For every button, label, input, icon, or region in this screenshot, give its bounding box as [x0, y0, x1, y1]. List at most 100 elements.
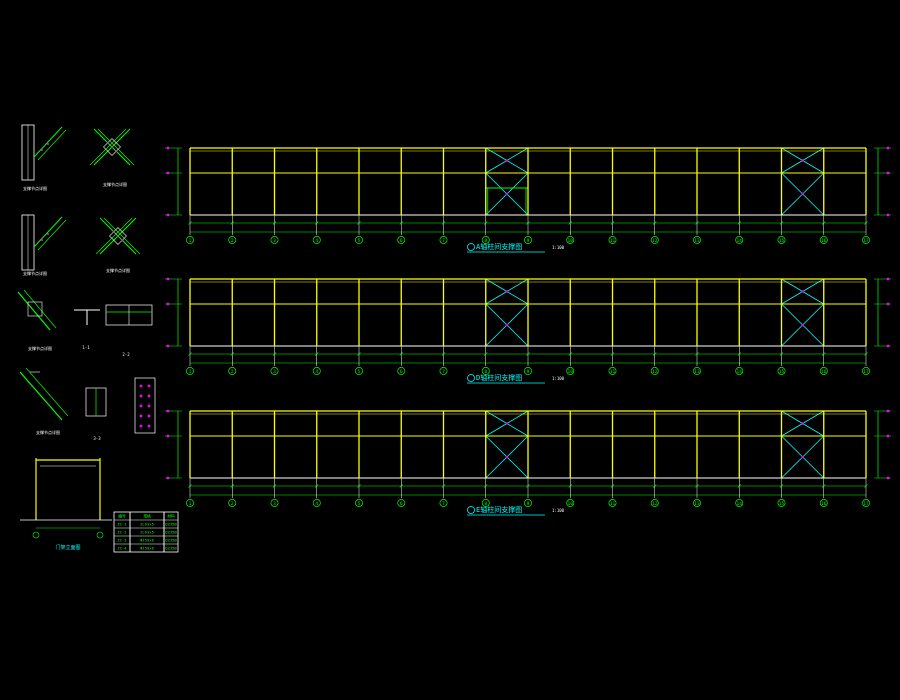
bolt [139, 404, 143, 408]
dim-tick [357, 221, 361, 225]
axis-bubble [481, 236, 490, 244]
elevation-marker [166, 302, 170, 306]
axis-bubble [186, 499, 194, 507]
dim-tick [272, 221, 277, 225]
elevation-marker [166, 409, 170, 413]
axis-bubble [693, 236, 701, 244]
axis-bubble [355, 499, 363, 507]
detail-5: 支撑节点详图 [17, 289, 57, 351]
title-axis-circle [467, 506, 475, 514]
axis-label: 14 [737, 369, 743, 375]
axis-bubble [228, 499, 237, 507]
dim-tick [568, 352, 572, 356]
section-3-3: 3-3 [85, 377, 156, 441]
table-cell: ZC-2 [117, 530, 126, 535]
axis-label: 1 [189, 238, 192, 244]
axis-bubble [777, 236, 786, 244]
dim-tick [779, 221, 784, 225]
brace-node [801, 455, 804, 459]
detail-6: 支撑节点详图 [19, 367, 69, 435]
axis-bubble [819, 499, 828, 507]
axis-label: 14 [737, 238, 743, 244]
axis-label: 16 [821, 501, 827, 507]
table-border [113, 511, 179, 553]
axis-bubble [524, 367, 532, 375]
detail-4: 支撑节点详图 [95, 217, 141, 273]
axis-bubble [312, 367, 321, 375]
bolt [107, 142, 109, 144]
axis-bubble [608, 499, 617, 507]
bolt [147, 414, 151, 418]
axis-bubble [777, 367, 786, 375]
axis-bubble [228, 367, 237, 375]
detail-member [19, 371, 63, 421]
brace-node [505, 323, 509, 327]
detail-label: 支撑节点详图 [23, 185, 47, 191]
dim-tick [230, 221, 234, 225]
axis-label: 5 [358, 501, 361, 507]
dim-tick [441, 221, 446, 225]
table-cell: 2L63x5 [140, 530, 154, 535]
axis-label: 10 [568, 501, 574, 507]
axis-label: 15 [779, 369, 785, 375]
detail-member-edge [37, 219, 67, 251]
detail-member-edge [103, 217, 141, 255]
axis-bubble [32, 531, 40, 539]
axis-bubble [862, 499, 870, 507]
elevation-marker [166, 277, 170, 281]
section-label: 1-1 [82, 345, 90, 350]
axis-bubble [270, 236, 279, 244]
brace-node [801, 422, 804, 425]
elevation-marker [166, 344, 170, 348]
elevation-title: E轴柱间支撑图 [476, 505, 522, 514]
elevation-marker [166, 171, 170, 175]
dim-tick [230, 352, 234, 356]
axis-label: 17 [863, 238, 869, 244]
axis-bubble [270, 499, 279, 507]
dim-tick [315, 484, 319, 488]
elevation-title: A轴柱间支撑图 [476, 242, 522, 251]
axis-bubble [862, 367, 870, 375]
axis-label: 2 [231, 369, 234, 375]
detail-3: 支撑节点详图 [21, 214, 67, 276]
axis-label: 6 [400, 238, 403, 244]
brace-node [505, 455, 509, 459]
elevation-marker [886, 344, 890, 348]
table-cell: Q235B [165, 530, 177, 535]
axis-bubble [397, 236, 406, 244]
axis-label: 5 [358, 369, 361, 375]
axis-bubble [355, 236, 363, 244]
axis-bubble [777, 499, 786, 507]
table-cell: Φ159x6 [140, 538, 154, 543]
bolt [139, 424, 143, 428]
dim-tick [737, 221, 741, 225]
elevation-title: D轴柱间支撑图 [476, 373, 522, 382]
axis-label: 15 [779, 501, 785, 507]
axis-bubble [735, 367, 744, 375]
detail-member [17, 291, 51, 331]
table-cell: 2L63x5 [140, 522, 154, 527]
axis-label: 3 [273, 238, 276, 244]
title-axis-circle [467, 243, 475, 251]
axis-label: 12 [652, 238, 658, 244]
dim-tick [822, 221, 826, 225]
elevation-scale: 1:100 [552, 376, 565, 381]
bolt [139, 414, 143, 418]
axis-label: 17 [863, 369, 869, 375]
table-cell: ZC-1 [117, 522, 127, 527]
table-cell: Q235B [165, 546, 177, 551]
dim-tick [272, 484, 277, 488]
brace-node [505, 159, 509, 162]
bolt [47, 233, 49, 235]
section-label: 2-2 [122, 352, 130, 357]
axis-label: 2 [231, 238, 234, 244]
dim-tick [399, 221, 403, 225]
brace-node [505, 192, 509, 196]
elevation-scale: 1:100 [552, 245, 565, 250]
dim-tick [864, 221, 868, 225]
bolt [41, 149, 43, 151]
axis-bubble [186, 236, 194, 244]
